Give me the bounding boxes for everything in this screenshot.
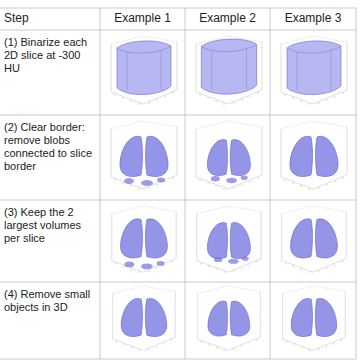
column-header: Example 3 [270,12,356,25]
step-label: (3) Keep the 2 largest volumes per slice [4,206,94,245]
step-label: (1) Binarize each 2D slice at -300 HU [4,36,94,75]
column-header: Example 1 [100,12,185,25]
column-header: Example 2 [185,12,270,25]
step-label: (2) Clear border: remove blobs connected… [4,121,94,173]
column-header: Step [4,12,96,25]
step-label: (4) Remove small objects in 3D [4,288,94,314]
